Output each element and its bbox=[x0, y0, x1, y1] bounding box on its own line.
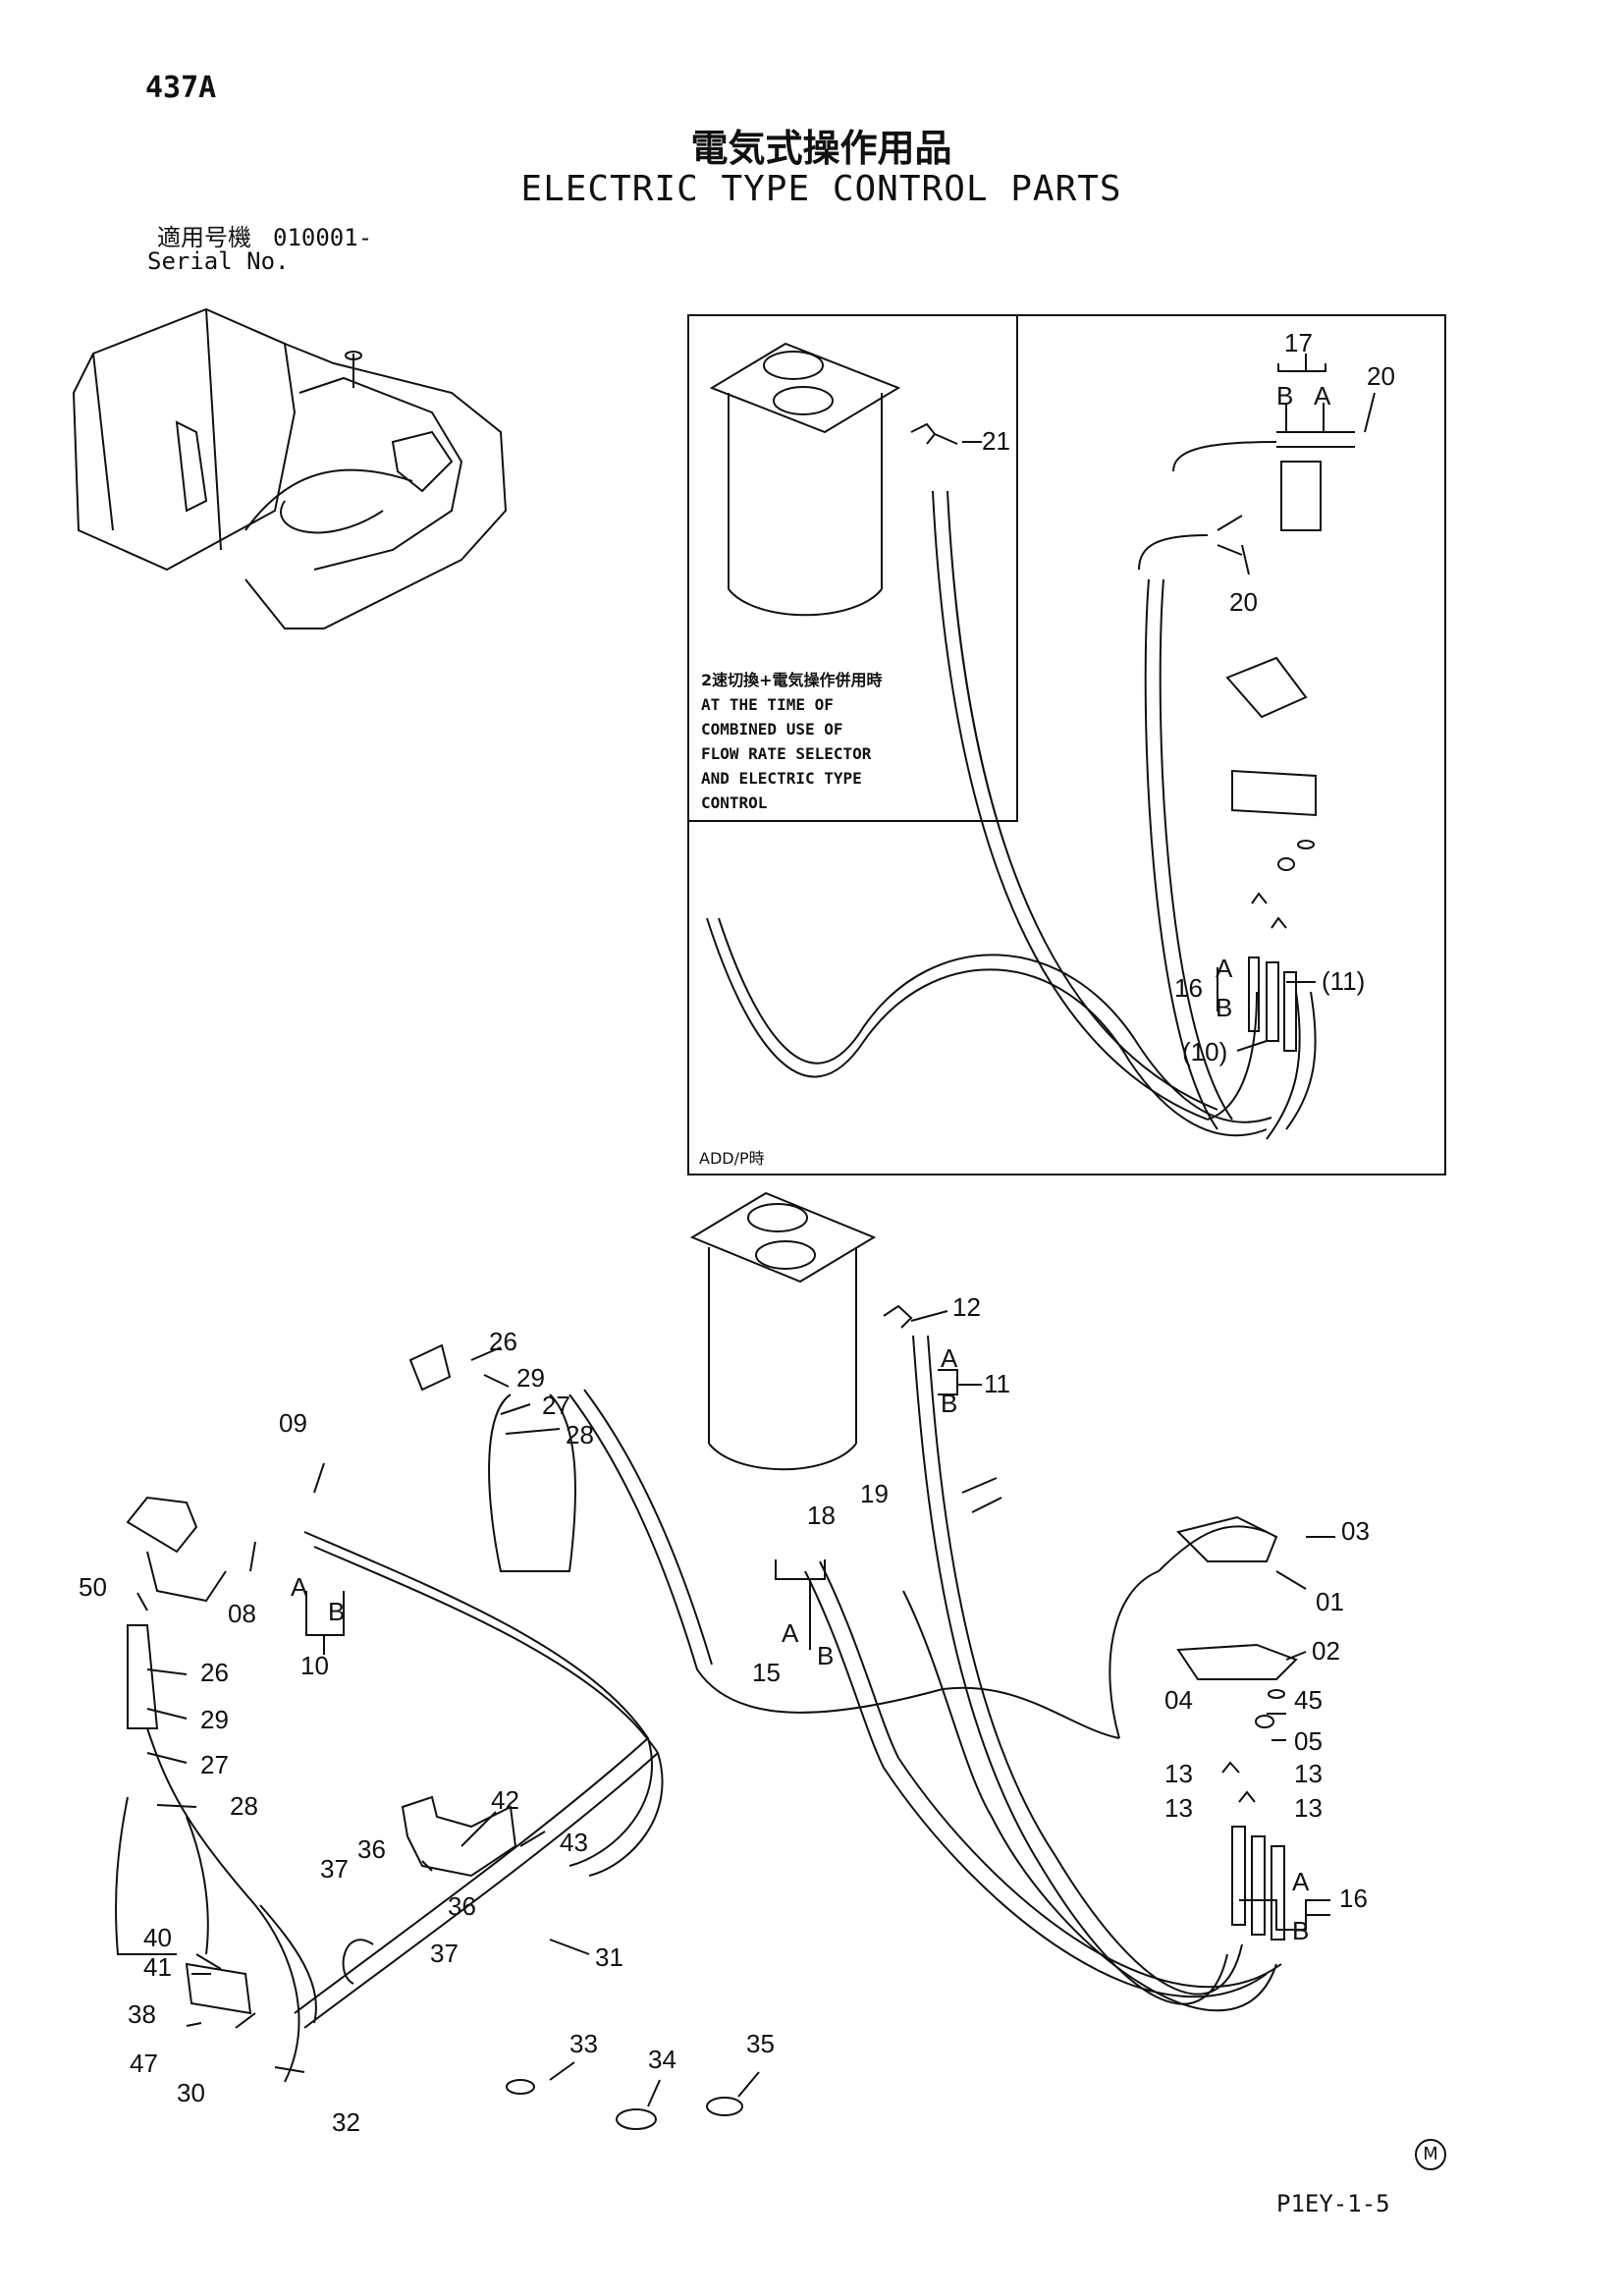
callout-37: 37 bbox=[320, 1854, 349, 1884]
inset-note-line: AND ELECTRIC TYPE bbox=[701, 769, 862, 788]
main-callout-lines bbox=[136, 1310, 1335, 2107]
callout-26: 26 bbox=[489, 1327, 517, 1356]
drawing-code: P1EY-1-5 bbox=[1276, 2190, 1390, 2217]
callout-18: 18 bbox=[807, 1501, 836, 1530]
callout-19: 19 bbox=[860, 1479, 889, 1508]
callout-42: 42 bbox=[491, 1785, 519, 1815]
callout-38: 38 bbox=[128, 1999, 156, 2029]
inset-caption: ADD/P時 bbox=[699, 1149, 765, 1168]
callout-31: 31 bbox=[595, 1942, 623, 1972]
callout-13: 13 bbox=[1294, 1759, 1323, 1788]
callout-a: A bbox=[1216, 954, 1233, 983]
m-mark: M bbox=[1415, 2139, 1446, 2170]
callout-a: A bbox=[291, 1572, 308, 1602]
callout-36: 36 bbox=[357, 1834, 386, 1864]
callout-33: 33 bbox=[569, 2029, 598, 2058]
page-title-japanese: 電気式操作用品 bbox=[690, 127, 952, 170]
callout-b: B bbox=[941, 1389, 957, 1418]
main-diagram-drawing bbox=[115, 1191, 1298, 2130]
callout-09: 09 bbox=[279, 1408, 307, 1438]
main-hose-drawing bbox=[146, 1335, 1282, 2083]
inset-note-japanese: 2速切換+電気操作併用時 bbox=[701, 671, 883, 689]
callout-a: A bbox=[1314, 381, 1331, 410]
callout-43: 43 bbox=[560, 1828, 588, 1857]
inset-tank-drawing bbox=[709, 342, 958, 617]
callout-20: 20 bbox=[1229, 587, 1258, 617]
inset-callout-labels: 17 B A 20 21 20 16 A B (11) (10) bbox=[982, 328, 1395, 1066]
callout-03: 03 bbox=[1341, 1516, 1370, 1546]
callout-10: 10 bbox=[300, 1651, 329, 1680]
callout-17: 17 bbox=[1284, 328, 1313, 357]
callout-04: 04 bbox=[1164, 1685, 1193, 1715]
callout-b: B bbox=[1276, 381, 1293, 410]
callout-35: 35 bbox=[746, 2029, 775, 2058]
main-callout-labels: 12 A 11 B 26 29 27 28 09 08 A B 10 50 26… bbox=[79, 1292, 1370, 2137]
callout-27: 27 bbox=[542, 1391, 570, 1420]
callout-21: 21 bbox=[982, 426, 1010, 456]
callout-36: 36 bbox=[448, 1891, 476, 1921]
callout-50: 50 bbox=[79, 1572, 107, 1602]
inset-hose-drawing bbox=[706, 431, 1355, 1140]
callout-11: 11 bbox=[984, 1369, 1010, 1398]
inset-note-line: AT THE TIME OF bbox=[701, 695, 834, 714]
callout-28: 28 bbox=[566, 1420, 594, 1449]
serial-value: 010001- bbox=[273, 224, 373, 251]
callout-20: 20 bbox=[1367, 361, 1395, 391]
callout-15: 15 bbox=[752, 1658, 781, 1687]
callout-10-bracketed: (10) bbox=[1182, 1037, 1227, 1066]
callout-32: 32 bbox=[332, 2107, 360, 2137]
callout-11-bracketed: (11) bbox=[1322, 966, 1365, 996]
callout-a: A bbox=[941, 1343, 958, 1373]
callout-37: 37 bbox=[430, 1939, 459, 1968]
callout-26: 26 bbox=[200, 1658, 229, 1687]
callout-40: 40 bbox=[143, 1923, 172, 1952]
inset-note: 2速切換+電気操作併用時 AT THE TIME OF COMBINED USE… bbox=[701, 668, 883, 815]
callout-16: 16 bbox=[1339, 1884, 1368, 1913]
callout-b: B bbox=[328, 1597, 345, 1626]
callout-05: 05 bbox=[1294, 1726, 1323, 1756]
inset-note-line: FLOW RATE SELECTOR bbox=[701, 744, 872, 763]
callout-29: 29 bbox=[516, 1363, 545, 1393]
callout-02: 02 bbox=[1312, 1636, 1340, 1666]
callout-30: 30 bbox=[177, 2078, 205, 2107]
callout-13: 13 bbox=[1294, 1793, 1323, 1823]
callout-01: 01 bbox=[1316, 1587, 1344, 1616]
callout-41: 41 bbox=[143, 1952, 172, 1982]
callout-b: B bbox=[817, 1641, 834, 1670]
callout-12: 12 bbox=[952, 1292, 981, 1322]
inset-note-line: COMBINED USE OF bbox=[701, 720, 843, 738]
callout-a: A bbox=[782, 1618, 799, 1648]
callout-b: B bbox=[1216, 993, 1232, 1022]
callout-a: A bbox=[1292, 1867, 1310, 1896]
callout-28: 28 bbox=[230, 1791, 258, 1821]
serial-label-english: Serial No. bbox=[147, 247, 290, 275]
page-number: 437A bbox=[145, 71, 217, 105]
callout-16: 16 bbox=[1174, 973, 1203, 1003]
machine-overview-drawing bbox=[72, 307, 508, 629]
serial-info-japanese: 適用号機 010001- bbox=[157, 218, 372, 252]
callout-29: 29 bbox=[200, 1705, 229, 1734]
inset-note-line: CONTROL bbox=[701, 793, 768, 812]
callout-08: 08 bbox=[228, 1599, 256, 1628]
inset-subframe bbox=[687, 314, 1018, 822]
callout-27: 27 bbox=[200, 1750, 229, 1779]
callout-13: 13 bbox=[1164, 1793, 1193, 1823]
inset-callout-lines bbox=[962, 354, 1376, 1052]
serial-label-japanese: 適用号機 bbox=[157, 224, 251, 251]
callout-34: 34 bbox=[648, 2045, 676, 2074]
callout-47: 47 bbox=[130, 2049, 158, 2078]
callout-13: 13 bbox=[1164, 1759, 1193, 1788]
page-title-english: ELECTRIC TYPE CONTROL PARTS bbox=[520, 169, 1122, 209]
callout-b: B bbox=[1292, 1916, 1309, 1945]
callout-45: 45 bbox=[1294, 1685, 1323, 1715]
